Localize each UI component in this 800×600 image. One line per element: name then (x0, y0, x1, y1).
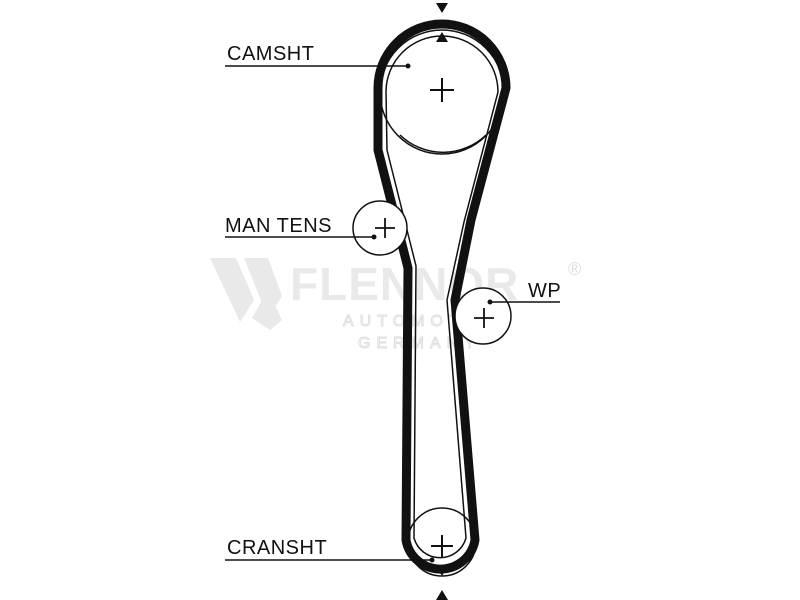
watermark-line2: GERMANY (358, 335, 481, 352)
crankshaft-center-icon (431, 535, 453, 557)
camshaft-center-icon (430, 78, 454, 102)
camshaft-label: CAMSHT (227, 43, 314, 65)
belt-inner-edge (385, 35, 499, 559)
flennor-logo-icon (210, 258, 282, 330)
camshaft-timing-mark-icon (436, 32, 448, 42)
crankshaft-pulley (407, 507, 477, 600)
top-timing-arrow-icon (436, 3, 448, 13)
watermark-registered: ® (568, 259, 582, 279)
tensioner-center-icon (375, 218, 395, 238)
bottom-timing-arrow-icon (436, 590, 448, 600)
water-pump-label: WP (528, 280, 561, 302)
timing-belt (373, 19, 511, 574)
tensioner-label: MAN TENS (225, 215, 332, 237)
watermark: FLENNOR ® AUTOMOTIVE GERMANY (210, 258, 582, 353)
camshaft-pulley (379, 3, 505, 155)
water-pump-center-icon (474, 308, 494, 328)
water-pump-pulley (454, 287, 512, 345)
leader-lines (225, 63, 560, 563)
tensioner-pulley (352, 200, 408, 256)
crankshaft-timing-mark-icon (436, 566, 448, 576)
belt-outer (373, 19, 511, 574)
crankshaft-label: CRANSHT (227, 537, 327, 559)
